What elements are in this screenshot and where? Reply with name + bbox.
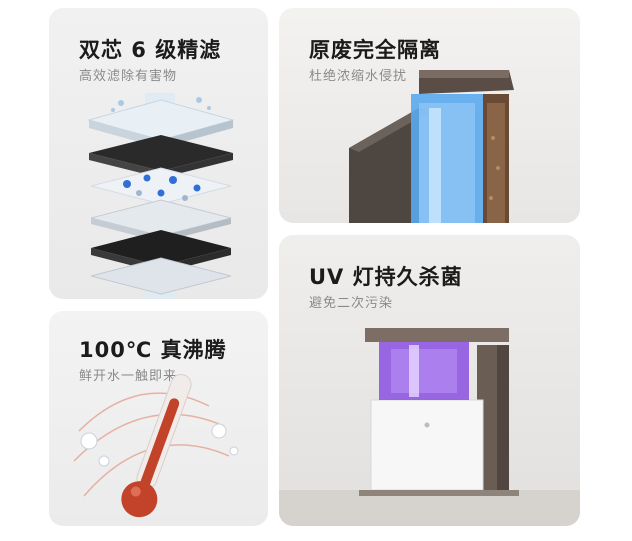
uv-card: UV 灯持久杀菌 避免二次污染 <box>279 235 580 526</box>
filtration-card: 双芯 6 级精滤 高效滤除有害物 <box>49 8 268 299</box>
isolation-title: 原废完全隔离 <box>309 38 441 62</box>
thermometer-illustration <box>73 374 239 518</box>
filtration-subtitle: 高效滤除有害物 <box>79 69 178 84</box>
filter-layers-illustration <box>87 93 235 299</box>
filtration-title: 双芯 6 级精滤 <box>79 38 222 62</box>
isolation-card: 原废完全隔离 杜绝浓缩水侵扰 <box>279 8 580 223</box>
boiling-subtitle: 鲜开水一触即来 <box>79 369 178 384</box>
uv-subtitle: 避免二次污染 <box>309 296 394 311</box>
uv-title: UV 灯持久杀菌 <box>309 265 463 289</box>
boiling-card: 100℃ 真沸腾 鲜开水一触即来 <box>49 311 268 526</box>
boiling-title: 100℃ 真沸腾 <box>79 338 227 362</box>
uv-dispenser-illustration <box>279 328 580 526</box>
water-tank-illustration <box>349 70 514 223</box>
isolation-subtitle: 杜绝浓缩水侵扰 <box>309 69 408 84</box>
